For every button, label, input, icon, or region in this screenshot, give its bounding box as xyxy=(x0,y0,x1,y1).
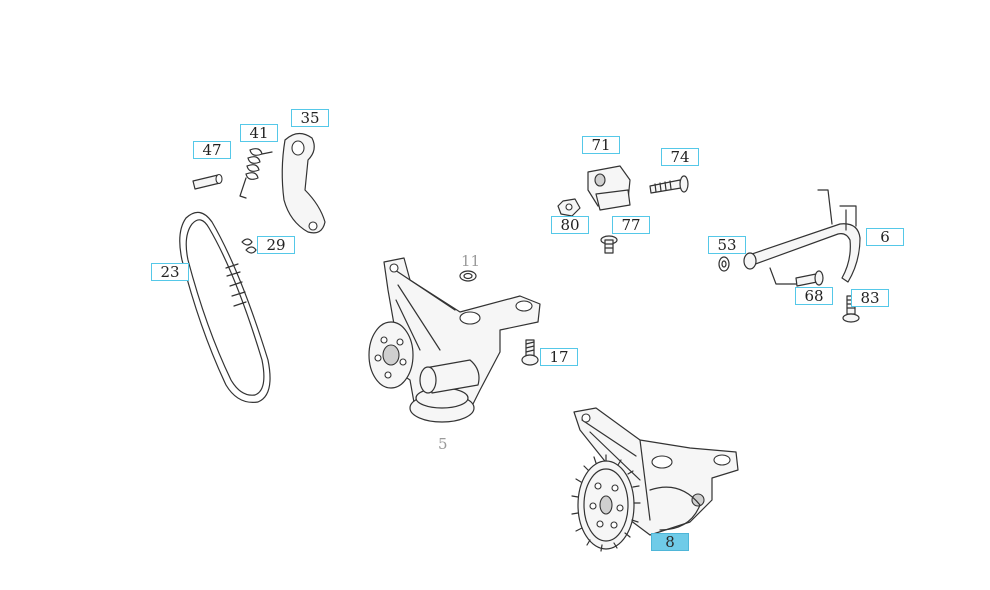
callout-71[interactable]: 71 xyxy=(582,136,620,154)
part-71-sender xyxy=(587,165,631,211)
part-35-tensioner-arm xyxy=(281,132,326,234)
part-53-seal-ring xyxy=(718,256,730,272)
part-74-bolt xyxy=(649,175,689,194)
part-5-oil-pump xyxy=(368,257,541,423)
callout-77[interactable]: 77 xyxy=(612,216,650,234)
part-17-bolt xyxy=(521,339,539,366)
part-6-oil-line xyxy=(743,189,861,285)
callout-53[interactable]: 53 xyxy=(708,236,746,254)
callout-23[interactable]: 23 xyxy=(151,263,189,281)
callout-8-selected[interactable]: 8 xyxy=(651,533,689,551)
part-29-clip xyxy=(241,238,257,254)
callout-80[interactable]: 80 xyxy=(551,216,589,234)
part-80-nut xyxy=(557,198,581,217)
part-11-washer xyxy=(459,270,477,282)
label-5[interactable]: 5 xyxy=(438,435,448,453)
callout-47[interactable]: 47 xyxy=(193,141,231,159)
part-8-oil-pump-sprocket xyxy=(571,407,739,552)
callout-83[interactable]: 83 xyxy=(851,289,889,307)
part-41-spring xyxy=(239,148,273,199)
callout-74[interactable]: 74 xyxy=(661,148,699,166)
part-77-bolt xyxy=(600,235,618,254)
part-47-pin xyxy=(192,173,223,190)
callout-68[interactable]: 68 xyxy=(795,287,833,305)
part-68-bolt xyxy=(795,270,824,287)
callout-29[interactable]: 29 xyxy=(257,236,295,254)
callout-17[interactable]: 17 xyxy=(540,348,578,366)
callout-6[interactable]: 6 xyxy=(866,228,904,246)
label-11[interactable]: 11 xyxy=(461,252,481,270)
callout-41[interactable]: 41 xyxy=(240,124,278,142)
callout-35[interactable]: 35 xyxy=(291,109,329,127)
